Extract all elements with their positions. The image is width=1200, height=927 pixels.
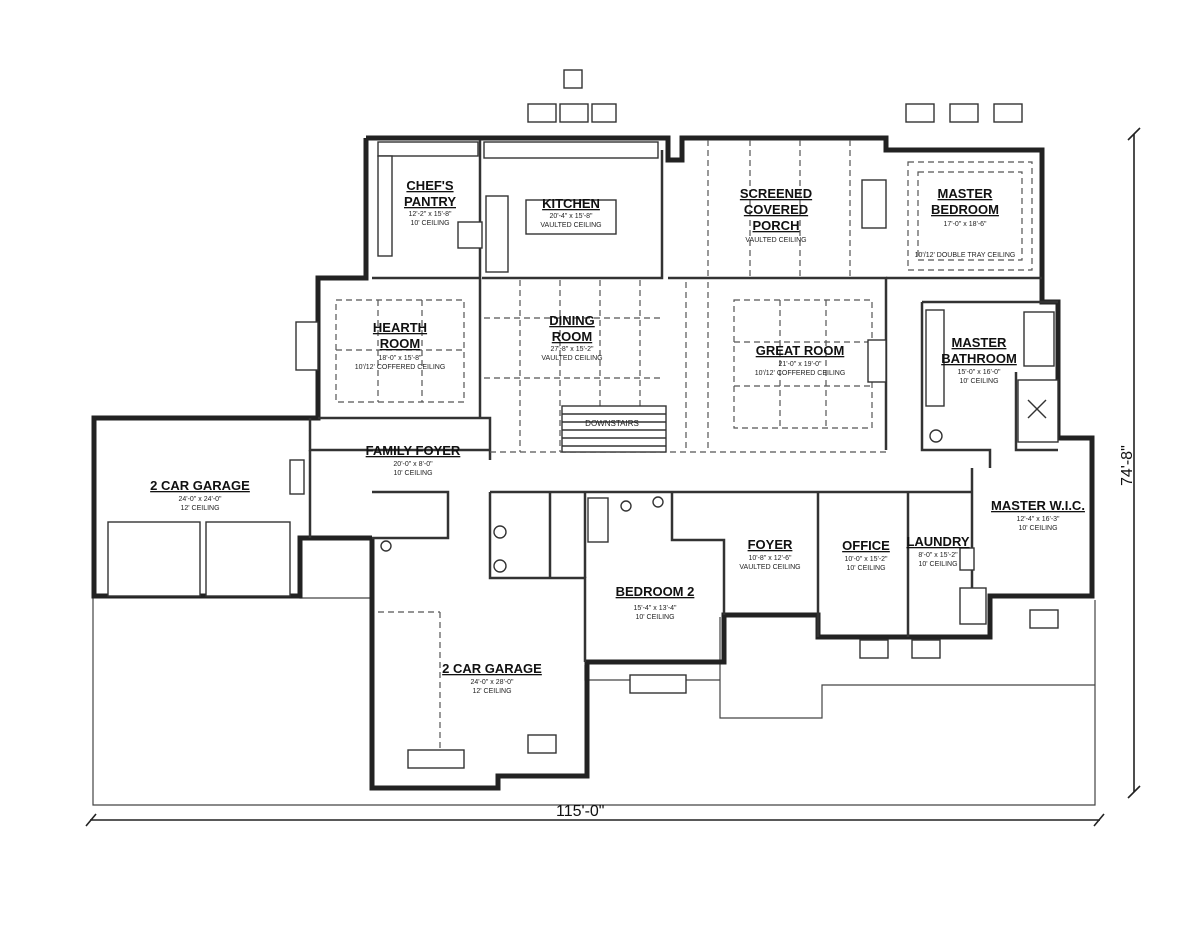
svg-text:8'-0" x 15'-2": 8'-0" x 15'-2" bbox=[918, 552, 958, 559]
room-label-laundry: LAUNDRY 8'-0" x 15'-2" 10' CEILING bbox=[906, 534, 969, 568]
svg-text:HEARTH: HEARTH bbox=[373, 320, 427, 335]
svg-text:20'-4" x 15'-8": 20'-4" x 15'-8" bbox=[549, 213, 593, 220]
svg-text:COVERED: COVERED bbox=[744, 202, 808, 217]
overall-depth-label: 74'-8" bbox=[1119, 445, 1136, 486]
svg-text:17'-0" x 18'-6": 17'-0" x 18'-6" bbox=[943, 221, 987, 228]
svg-text:10'-8" x 12'-6": 10'-8" x 12'-6" bbox=[748, 555, 792, 562]
svg-text:24'-0" x 28'-0": 24'-0" x 28'-0" bbox=[470, 679, 514, 686]
room-label-screened-porch: SCREENED COVERED PORCH VAULTED CEILING bbox=[740, 186, 812, 244]
room-label-garage-left: 2 CAR GARAGE 24'-0" x 24'-0" 12' CEILING bbox=[150, 478, 250, 512]
svg-text:DINING: DINING bbox=[549, 313, 595, 328]
svg-text:2 CAR GARAGE: 2 CAR GARAGE bbox=[442, 661, 542, 676]
exterior-walls bbox=[91, 135, 1095, 791]
site-lines bbox=[92, 586, 1096, 806]
svg-text:2 CAR GARAGE: 2 CAR GARAGE bbox=[150, 478, 250, 493]
fixtures bbox=[107, 141, 1059, 625]
svg-text:10'/12' COFFERED CEILING: 10'/12' COFFERED CEILING bbox=[755, 370, 846, 377]
svg-text:10'/12' DOUBLE TRAY CEILING: 10'/12' DOUBLE TRAY CEILING bbox=[915, 252, 1016, 259]
svg-text:FOYER: FOYER bbox=[748, 537, 793, 552]
svg-text:KITCHEN: KITCHEN bbox=[542, 196, 600, 211]
svg-text:10' CEILING: 10' CEILING bbox=[410, 220, 449, 227]
svg-text:BATHROOM: BATHROOM bbox=[941, 351, 1017, 366]
room-label-hearth-room: HEARTH ROOM 18'-0" x 15'-8" 10'/12' COFF… bbox=[355, 320, 446, 371]
room-label-bedroom-2: BEDROOM 2 15'-4" x 13'-4" 10' CEILING bbox=[616, 584, 695, 621]
svg-text:27'-8" x 15'-2": 27'-8" x 15'-2" bbox=[550, 346, 594, 353]
overall-width-dimension: 115'-0" bbox=[85, 803, 1105, 827]
overall-depth-dimension: 74'-8" bbox=[1119, 127, 1141, 799]
svg-text:18'-0" x 15'-8": 18'-0" x 15'-8" bbox=[378, 355, 422, 362]
room-label-master-wic: MASTER W.I.C. 12'-4" x 16'-3" 10' CEILIN… bbox=[991, 498, 1085, 532]
svg-text:LAUNDRY: LAUNDRY bbox=[906, 534, 969, 549]
svg-text:VAULTED CEILING: VAULTED CEILING bbox=[540, 222, 601, 229]
svg-text:21'-0" x 19'-0": 21'-0" x 19'-0" bbox=[778, 361, 822, 368]
svg-text:12' CEILING: 12' CEILING bbox=[180, 505, 219, 512]
svg-text:SCREENED: SCREENED bbox=[740, 186, 812, 201]
room-label-foyer: FOYER 10'-8" x 12'-6" VAULTED CEILING bbox=[739, 537, 800, 571]
room-label-kitchen: KITCHEN 20'-4" x 15'-8" VAULTED CEILING bbox=[540, 196, 601, 229]
svg-text:MASTER W.I.C.: MASTER W.I.C. bbox=[991, 498, 1085, 513]
svg-text:12'-2" x 15'-8": 12'-2" x 15'-8" bbox=[408, 211, 452, 218]
svg-text:15'-4" x 13'-4": 15'-4" x 13'-4" bbox=[633, 605, 677, 612]
svg-text:BEDROOM 2: BEDROOM 2 bbox=[616, 584, 695, 599]
svg-text:PORCH: PORCH bbox=[753, 218, 800, 233]
svg-text:12'-4" x 16'-3": 12'-4" x 16'-3" bbox=[1016, 516, 1060, 523]
svg-text:CHEF'S: CHEF'S bbox=[406, 178, 453, 193]
svg-text:10' CEILING: 10' CEILING bbox=[393, 470, 432, 477]
svg-text:VAULTED CEILING: VAULTED CEILING bbox=[745, 237, 806, 244]
svg-text:MASTER: MASTER bbox=[952, 335, 1008, 350]
room-label-office: OFFICE 10'-0" x 15'-2" 10' CEILING bbox=[842, 538, 890, 572]
room-label-master-bedroom: MASTER BEDROOM 17'-0" x 18'-6" 10'/12' D… bbox=[915, 186, 1016, 259]
room-label-great-room: GREAT ROOM 21'-0" x 19'-0" 10'/12' COFFE… bbox=[755, 343, 846, 377]
svg-text:10' CEILING: 10' CEILING bbox=[918, 561, 957, 568]
svg-text:10' CEILING: 10' CEILING bbox=[959, 378, 998, 385]
stairs-label: DOWNSTAIRS bbox=[585, 419, 639, 428]
svg-text:OFFICE: OFFICE bbox=[842, 538, 890, 553]
svg-text:10'/12' COFFERED CEILING: 10'/12' COFFERED CEILING bbox=[355, 364, 446, 371]
svg-text:VAULTED CEILING: VAULTED CEILING bbox=[541, 355, 602, 362]
svg-text:10' CEILING: 10' CEILING bbox=[846, 565, 885, 572]
svg-text:MASTER: MASTER bbox=[938, 186, 994, 201]
svg-text:ROOM: ROOM bbox=[552, 329, 592, 344]
svg-text:PANTRY: PANTRY bbox=[404, 194, 456, 209]
interior-walls bbox=[308, 140, 1058, 662]
svg-text:FAMILY FOYER: FAMILY FOYER bbox=[366, 443, 461, 458]
exterior-pads bbox=[407, 69, 1059, 769]
svg-text:12' CEILING: 12' CEILING bbox=[472, 688, 511, 695]
svg-text:24'-0" x 24'-0": 24'-0" x 24'-0" bbox=[178, 496, 222, 503]
svg-text:20'-0" x 8'-0": 20'-0" x 8'-0" bbox=[393, 461, 433, 468]
room-label-garage-main: 2 CAR GARAGE 24'-0" x 28'-0" 12' CEILING bbox=[442, 661, 542, 695]
svg-text:BEDROOM: BEDROOM bbox=[931, 202, 999, 217]
room-label-family-foyer: FAMILY FOYER 20'-0" x 8'-0" 10' CEILING bbox=[366, 443, 461, 477]
svg-text:10' CEILING: 10' CEILING bbox=[635, 614, 674, 621]
svg-text:10'-0" x 15'-2": 10'-0" x 15'-2" bbox=[844, 556, 888, 563]
svg-text:15'-0" x 16'-0": 15'-0" x 16'-0" bbox=[957, 369, 1001, 376]
svg-text:VAULTED CEILING: VAULTED CEILING bbox=[739, 564, 800, 571]
room-label-chefs-pantry: CHEF'S PANTRY 12'-2" x 15'-8" 10' CEILIN… bbox=[404, 178, 456, 227]
room-label-master-bathroom: MASTER BATHROOM 15'-0" x 16'-0" 10' CEIL… bbox=[941, 335, 1017, 385]
room-label-dining-room: DINING ROOM 27'-8" x 15'-2" VAULTED CEIL… bbox=[541, 313, 602, 362]
overall-width-label: 115'-0" bbox=[556, 803, 604, 820]
svg-text:ROOM: ROOM bbox=[380, 336, 420, 351]
svg-text:GREAT ROOM: GREAT ROOM bbox=[756, 343, 845, 358]
svg-text:10' CEILING: 10' CEILING bbox=[1018, 525, 1057, 532]
